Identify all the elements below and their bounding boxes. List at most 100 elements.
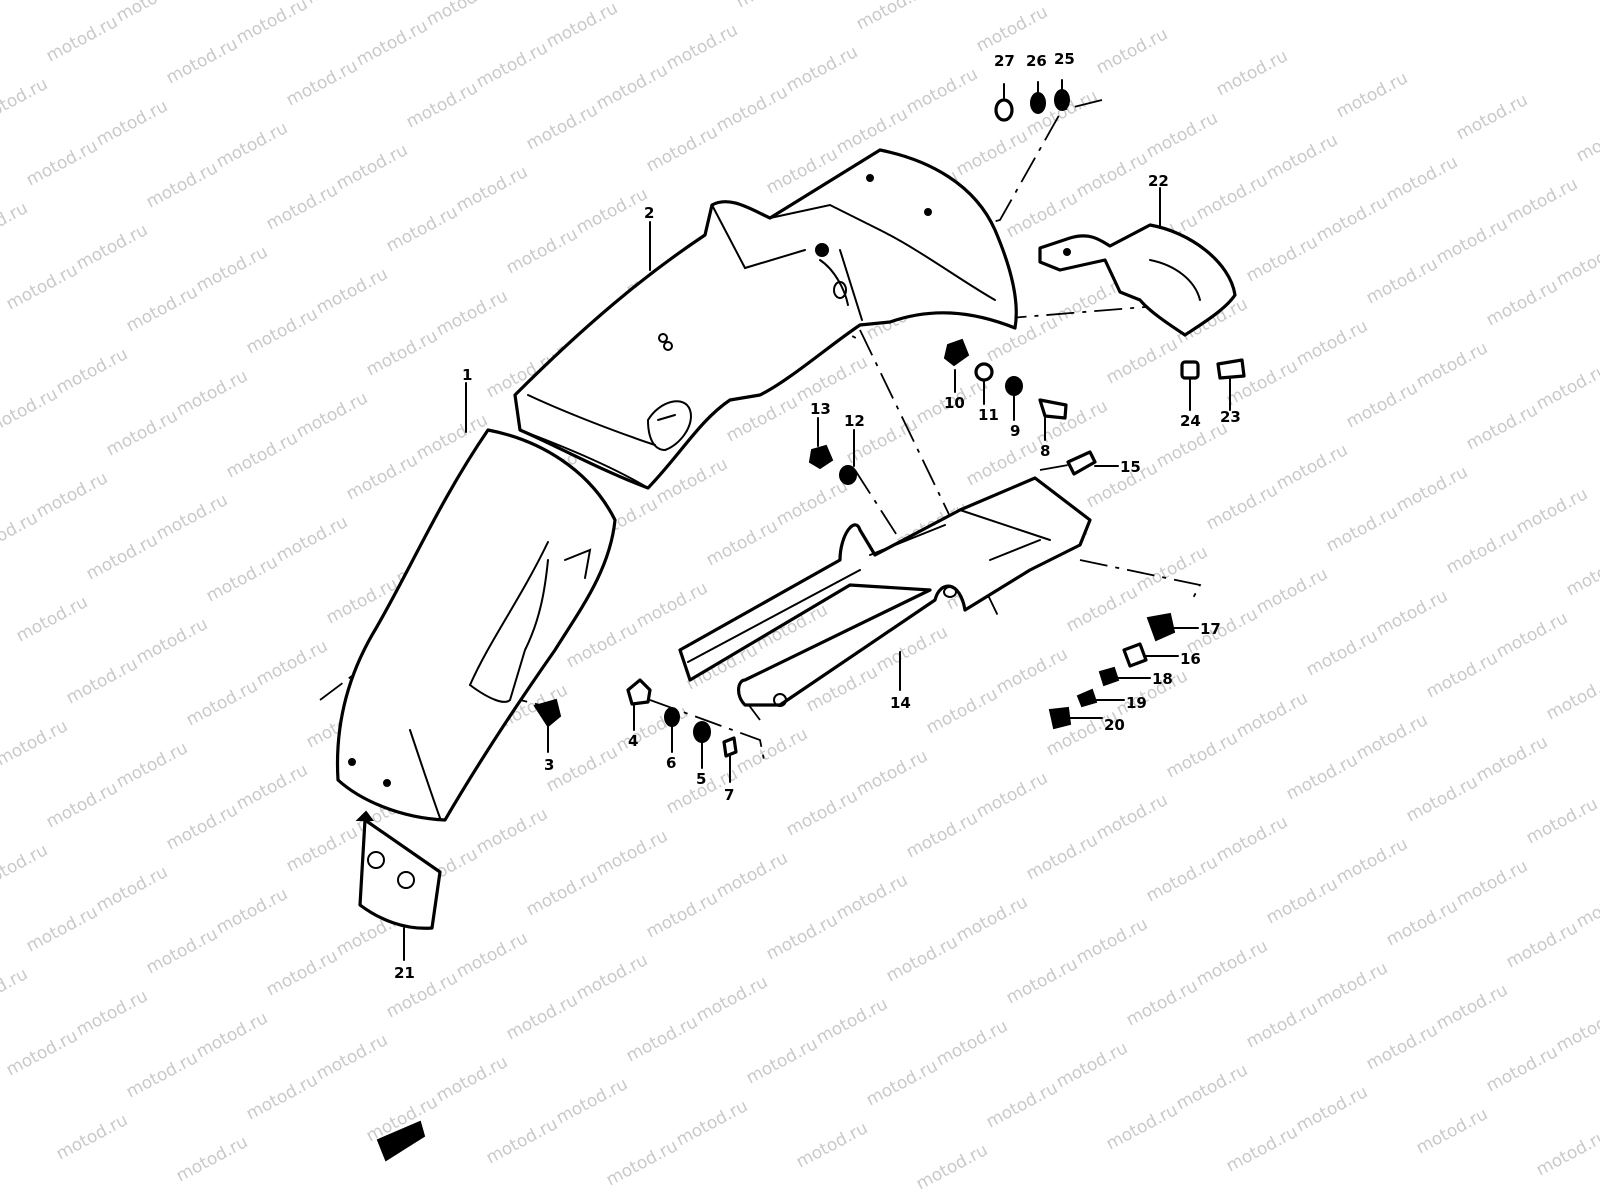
watermark-text: motod.ru [263, 946, 341, 1000]
watermark-text: motod.ru [503, 224, 581, 278]
watermark-text: motod.ru [123, 282, 201, 336]
watermark-text: motod.ru [853, 0, 931, 34]
watermark-text: motod.ru [263, 180, 341, 234]
callout-2: 2 [644, 204, 654, 222]
watermark-text: motod.ru [1293, 316, 1371, 370]
watermark-text: motod.ru [173, 1132, 251, 1186]
watermark-text: motod.ru [403, 78, 481, 132]
watermark-text: motod.ru [43, 778, 121, 832]
watermark-text: motod.ru [983, 1078, 1061, 1132]
callout-25: 25 [1054, 50, 1075, 68]
watermark-text: motod.ru [743, 1034, 821, 1088]
watermark-text: motod.ru [1123, 976, 1201, 1030]
watermark-text: motod.ru [673, 1096, 751, 1150]
callout-13: 13 [810, 400, 831, 418]
watermark-text: motod.ru [83, 530, 161, 584]
watermark-text: motod.ru [573, 950, 651, 1004]
watermark-text: motod.ru [693, 972, 771, 1026]
callout-24: 24 [1180, 412, 1201, 430]
watermark-text: motod.ru [0, 964, 31, 1018]
watermark-text: motod.ru [243, 1070, 321, 1124]
watermark-text: motod.ru [13, 592, 91, 646]
watermark-text: motod.ru [1483, 276, 1561, 330]
callout-16: 16 [1180, 650, 1201, 668]
watermark-text: motod.ru [283, 56, 361, 110]
callout-21: 21 [394, 964, 415, 982]
callout-labels: 2 1 22 27 26 25 10 11 9 8 15 13 12 24 23… [394, 50, 1241, 982]
watermark-text: motod.ru [103, 406, 181, 460]
watermark-text: motod.ru [1393, 462, 1471, 516]
watermark-text: motod.ru [503, 990, 581, 1044]
watermark-text: motod.ru [1273, 440, 1351, 494]
watermark-text: motod.ru [433, 1052, 511, 1106]
watermark-text: motod.ru [573, 184, 651, 238]
watermark-text: motod.ru [313, 264, 391, 318]
watermark-text: motod.ru [733, 0, 811, 12]
watermark-text: motod.ru [53, 344, 131, 398]
watermark-text: motod.ru [663, 20, 741, 74]
watermark-text: motod.ru [143, 924, 221, 978]
watermark-text: motod.ru [1453, 90, 1531, 144]
watermark-text: motod.ru [123, 1048, 201, 1102]
callout-20: 20 [1104, 716, 1125, 734]
watermark-text: motod.ru [1503, 918, 1581, 972]
watermark-text: motod.ru [1203, 480, 1281, 534]
watermark-text: motod.ru [1563, 546, 1600, 600]
watermark-text: motod.ru [853, 746, 931, 800]
watermark-text: motod.ru [223, 428, 301, 482]
watermark-text: motod.ru [1093, 24, 1171, 78]
watermark-text: motod.ru [1543, 670, 1600, 724]
callout-5: 5 [696, 770, 706, 788]
watermark-text: motod.ru [763, 910, 841, 964]
callout-17: 17 [1200, 620, 1221, 638]
watermark-text: motod.ru [3, 1026, 81, 1080]
watermark-text: motod.ru [43, 12, 121, 66]
watermark-text: motod.ru [113, 738, 191, 792]
watermark-text: motod.ru [1333, 68, 1411, 122]
watermark-text: motod.ru [1133, 542, 1211, 596]
watermark-text: motod.ru [0, 198, 31, 252]
watermark-text: motod.ru [1373, 586, 1451, 640]
watermark-text: motod.ru [1093, 790, 1171, 844]
watermark-text: motod.ru [473, 804, 551, 858]
watermark-text: motod.ru [483, 1114, 561, 1168]
watermark-text: motod.ru [923, 684, 1001, 738]
callout-1: 1 [462, 366, 472, 384]
watermark-text: motod.ru [1053, 1038, 1131, 1092]
watermark-text: motod.ru [883, 932, 961, 986]
watermark-text: motod.ru [783, 786, 861, 840]
bracket [1038, 223, 1237, 337]
callout-12: 12 [844, 412, 865, 430]
rear-fender-lower [335, 428, 617, 822]
watermark-text: motod.ru [1553, 236, 1600, 290]
watermark-text: motod.ru [3, 260, 81, 314]
watermark-text: motod.ru [0, 0, 71, 4]
watermark-text: motod.ru [1243, 232, 1321, 286]
watermark-text: motod.ru [1073, 914, 1151, 968]
callout-10: 10 [944, 394, 965, 412]
watermark-text: motod.ru [953, 892, 1031, 946]
callout-15: 15 [1120, 458, 1141, 476]
watermark-text: motod.ru [1233, 688, 1311, 742]
watermark-text: motod.ru [1483, 1042, 1561, 1096]
watermark-text: motod.ru [1003, 954, 1081, 1008]
watermark-text: motod.ru [1283, 750, 1361, 804]
watermark-text: motod.ru [593, 826, 671, 880]
watermark-text: motod.ru [1443, 524, 1521, 578]
watermark-text: motod.ru [1163, 728, 1241, 782]
watermark-text: motod.ru [833, 870, 911, 924]
callout-23: 23 [1220, 408, 1241, 426]
watermark-text: motod.ru [1433, 980, 1511, 1034]
watermark-text: motod.ru [773, 476, 851, 530]
callout-6: 6 [666, 754, 676, 772]
callout-27: 27 [994, 52, 1015, 70]
watermark-text: motod.ru [1363, 254, 1441, 308]
watermark-text: motod.ru [143, 158, 221, 212]
watermark-text: motod.ru [273, 512, 351, 566]
callout-3: 3 [544, 756, 554, 774]
watermark-text: motod.ru [1533, 360, 1600, 414]
watermark-text: motod.ru [563, 618, 641, 672]
watermark-text: motod.ru [1023, 830, 1101, 884]
callout-11: 11 [978, 406, 999, 424]
watermark-text: motod.ru [93, 862, 171, 916]
